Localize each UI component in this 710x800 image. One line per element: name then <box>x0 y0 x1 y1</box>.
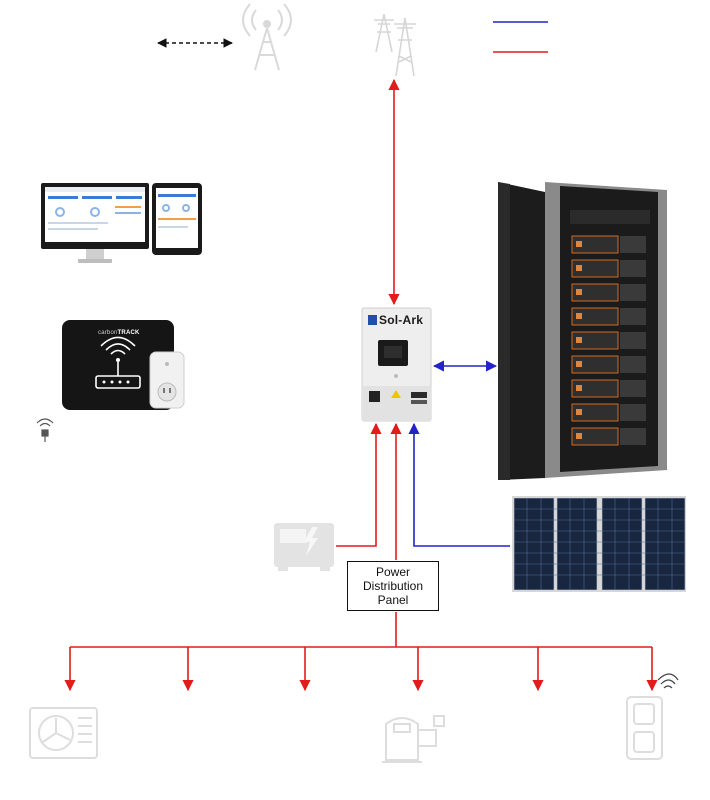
gateway-brand-suffix: TRACK <box>117 330 140 336</box>
router-gateway-icon <box>62 320 174 410</box>
cell-tower-icon <box>242 3 292 71</box>
wireless-plug-icon <box>36 418 54 442</box>
utility-grid-icon <box>374 13 416 77</box>
panel-label-line-3: Panel <box>377 593 409 607</box>
smart-outlet-icon <box>626 673 679 760</box>
battery-cabinet-icon <box>498 182 667 480</box>
generator-ac-link <box>336 422 382 547</box>
inverter-brand-text: Sol-Ark <box>379 313 424 327</box>
gateway-brand-label: carbonTRACK <box>98 330 140 336</box>
generator-icon <box>274 523 334 571</box>
pool-pump-icon <box>382 715 445 763</box>
inverter-icon <box>361 307 432 422</box>
smart-plug-icon <box>149 351 185 409</box>
power-distribution-panel: Power Distribution Panel <box>347 561 439 611</box>
solar-panels-icon <box>512 496 686 592</box>
monitoring-screens-icon <box>41 183 202 263</box>
inverter-brand-label: Sol-Ark <box>368 313 423 327</box>
gateway-brand-prefix: carbon <box>98 330 118 336</box>
panel-label-line-2: Distribution <box>362 579 424 593</box>
solar-dc-link <box>408 422 510 547</box>
panel-label-line-1: Power <box>375 565 410 579</box>
hvac-unit-icon <box>29 707 98 759</box>
